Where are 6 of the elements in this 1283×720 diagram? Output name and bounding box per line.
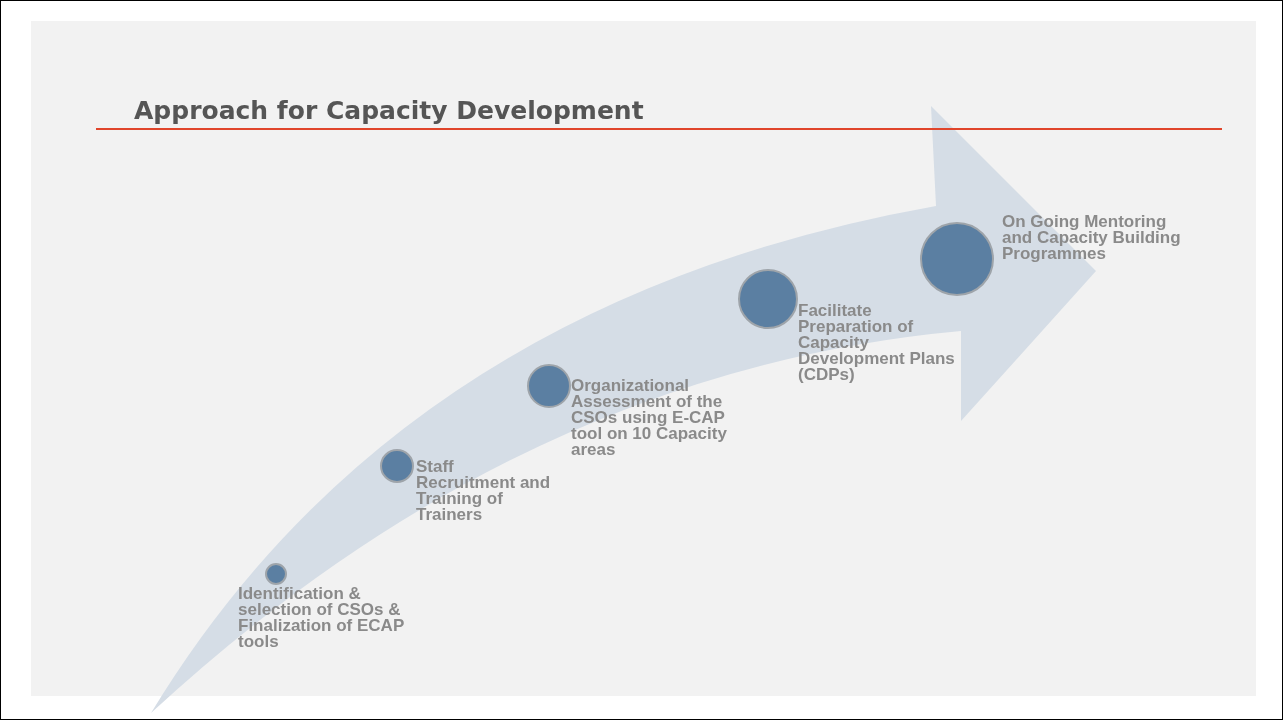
step-label: Facilitate Preparation of Capacity Development Plans (CDPs) [798, 303, 956, 383]
step-label: Identification & selection of CSOs & Finalization of ECAP tools [238, 586, 405, 650]
step-label: On Going Mentoring and Capacity Building Programmes [1002, 214, 1182, 262]
slide-title: Approach for Capacity Development [134, 96, 644, 125]
step-label: Organizational Assessment of the CSOs using E-CAP tool on 10 Capacity areas [571, 378, 728, 458]
step-label: Staff Recruitment and Training of Trainers [416, 459, 552, 523]
